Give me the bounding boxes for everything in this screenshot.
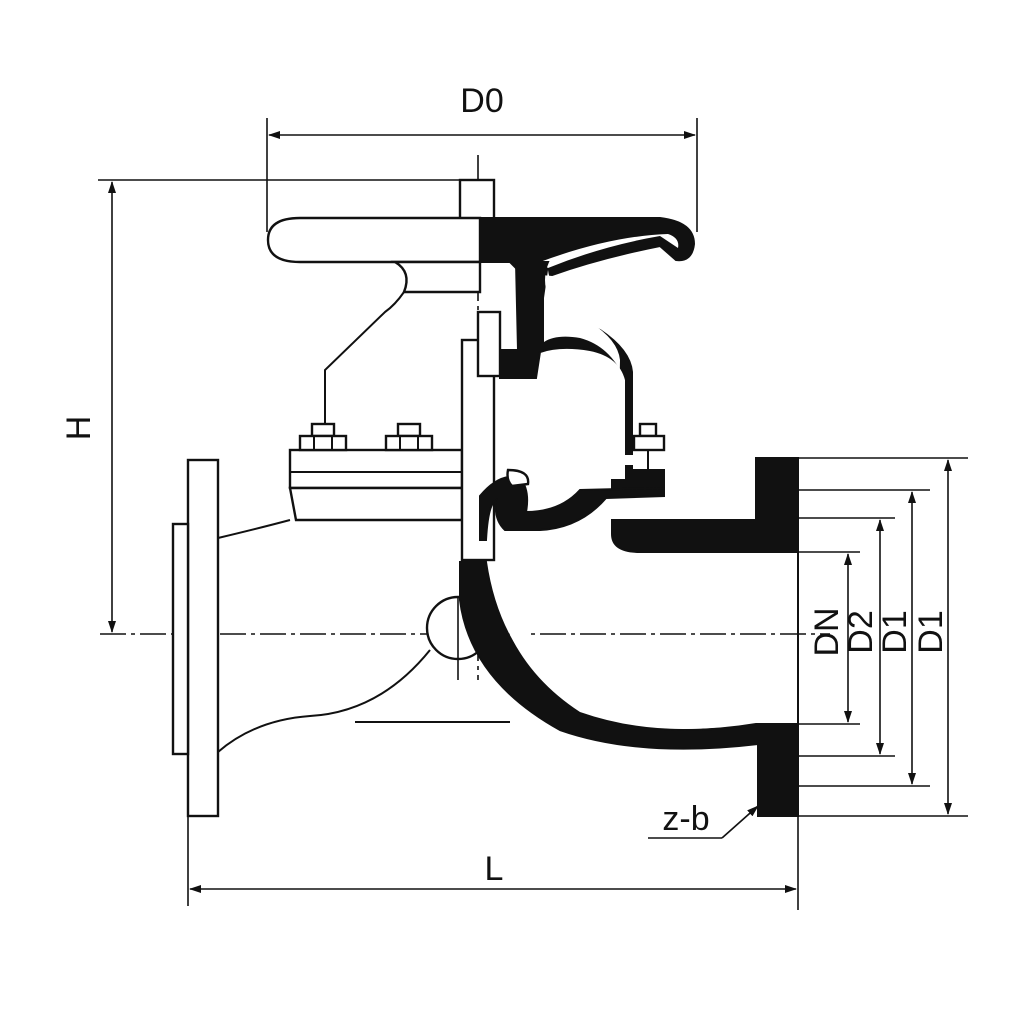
bonnet-outline (288, 291, 502, 562)
flange-dimension-lines: DN D2 D1 D1 (798, 457, 968, 817)
body-section (459, 457, 799, 817)
label-l: L (485, 850, 504, 888)
label-d1-outer: D1 (912, 610, 950, 653)
left-flange (171, 458, 220, 818)
bonnet-bolt-center (384, 422, 434, 452)
label-z-b: z-b (662, 800, 709, 838)
diaphragm-weir (479, 468, 665, 541)
label-d0: D0 (460, 82, 503, 120)
dimension-z-b: z-b (648, 800, 759, 839)
dimension-d0: D0 (266, 82, 698, 232)
dimension-h: H (60, 179, 495, 633)
label-dn: DN (808, 607, 846, 656)
label-h: H (60, 416, 98, 441)
bonnet-bolt-left (298, 422, 348, 452)
dimension-l: L (187, 816, 799, 910)
bonnet-section (499, 261, 666, 497)
label-d2: D2 (842, 610, 880, 653)
label-d1-inner: D1 (876, 610, 914, 653)
handwheel (266, 178, 696, 294)
